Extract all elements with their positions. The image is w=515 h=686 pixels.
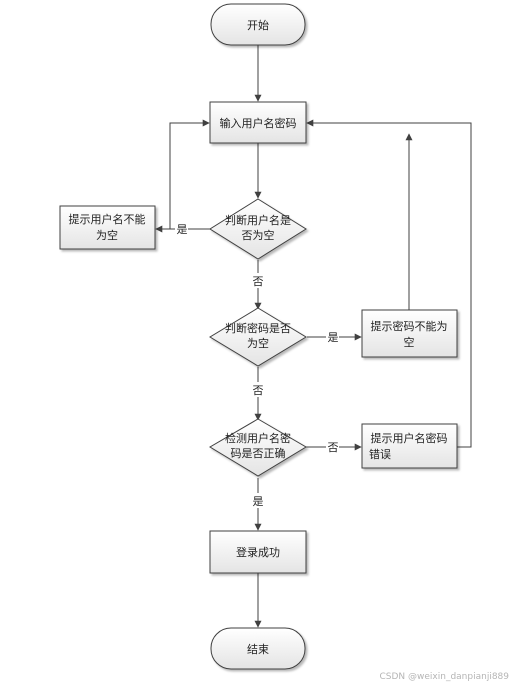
edge-label-no-pwd-empty: 否 [253, 384, 264, 397]
prompt-user-empty-label-line1: 提示用户名不能 [69, 212, 146, 226]
edge-label-yes-verify: 是 [253, 495, 264, 508]
prompt-user-empty-label-line2: 为空 [96, 228, 118, 242]
end-terminal [210, 627, 306, 670]
check-pwd-empty-decision [209, 307, 307, 367]
check-user-empty-label-line2: 否为空 [242, 228, 275, 242]
prompt-pwd-empty-label-line2: 空 [404, 335, 415, 349]
input-process [209, 101, 307, 144]
edge-prompt-error-to-input [306, 119, 472, 448]
edge-label-no-user-empty: 否 [253, 275, 264, 288]
prompt-error-process [361, 423, 458, 469]
nodes: 开始 输入用户名密码 判断用户名是 否为空 提示用户名不能 为空 判断密码是否 … [59, 3, 458, 670]
login-success-process [209, 530, 307, 574]
edge-label-no-verify: 否 [328, 441, 339, 454]
check-user-empty-decision [209, 198, 307, 260]
verify-credentials-label-line2: 码是否正确 [231, 447, 286, 460]
prompt-pwd-empty-process [361, 309, 458, 358]
verify-credentials-label-line1: 检测用户名密 [225, 431, 291, 445]
watermark: CSDN @weixin_danpianji889 [379, 672, 510, 682]
input-label: 输入用户名密码 [220, 116, 297, 130]
check-pwd-empty-label-line1: 判断密码是否 [225, 321, 291, 335]
prompt-pwd-empty-label-line1: 提示密码不能为 [371, 319, 448, 333]
edge-label-yes-user-empty: 是 [177, 223, 188, 236]
prompt-error-label-line2: 错误 [369, 447, 391, 461]
end-label: 结束 [247, 643, 269, 656]
edge-prompt-user-to-input [156, 119, 210, 230]
check-pwd-empty-label-line2: 为空 [247, 336, 269, 350]
check-user-empty-label-line1: 判断用户名是 [225, 213, 291, 227]
prompt-user-empty-process [59, 205, 156, 250]
login-success-label: 登录成功 [236, 545, 280, 559]
start-terminal [210, 3, 306, 46]
prompt-error-label-line1: 提示用户名密码 [371, 431, 448, 445]
start-label: 开始 [247, 18, 269, 32]
verify-credentials-decision [209, 418, 307, 477]
edge-labels: 是 否 是 否 否 是 [175, 221, 339, 508]
edge-label-yes-pwd-empty: 是 [328, 331, 339, 344]
